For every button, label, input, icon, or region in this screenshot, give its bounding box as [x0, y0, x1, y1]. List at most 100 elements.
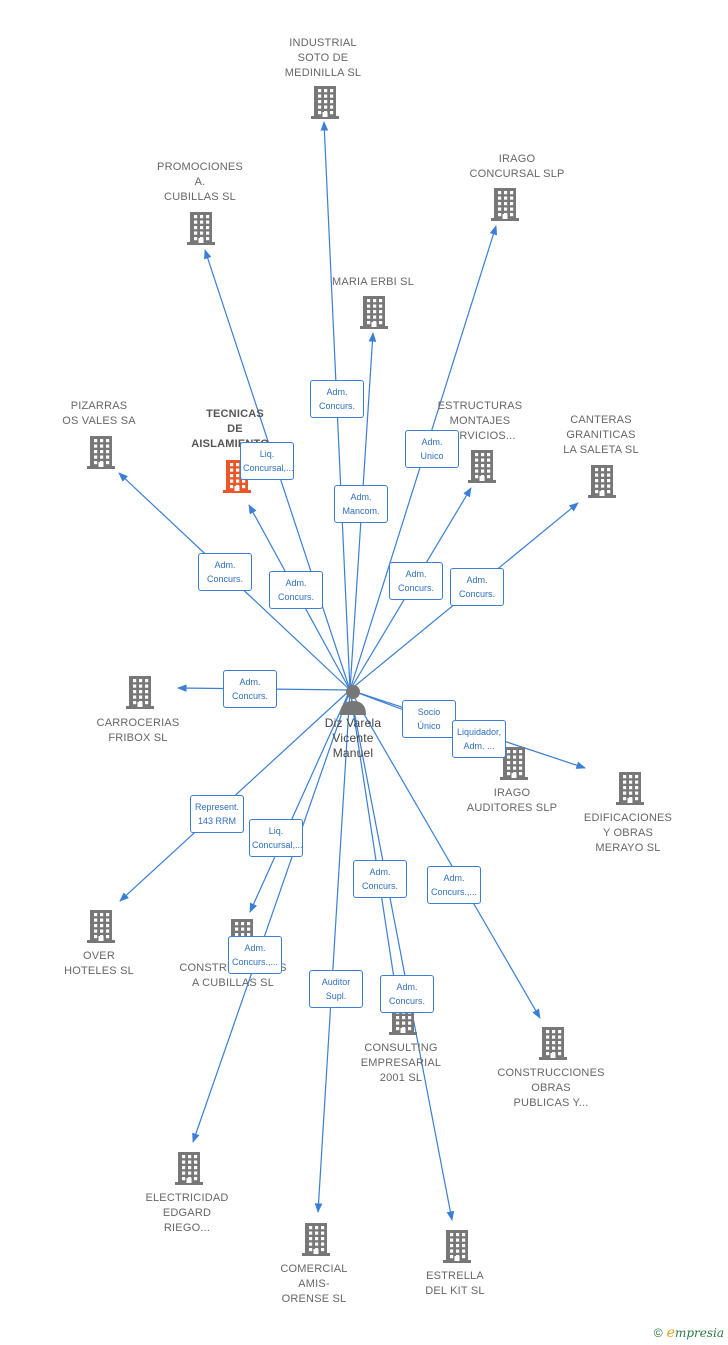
relation-label-line: Adm.: [285, 578, 307, 588]
relation-label-construcciones-obras[interactable]: Adm.Concurs.,...: [427, 866, 481, 904]
relation-label-line: Concurs.: [277, 592, 314, 602]
company-label-line: IRAGO: [498, 153, 536, 165]
company-label-line: OVER: [83, 950, 115, 962]
relation-label-tecnicas-aislamiento[interactable]: Adm. Concurs.: [269, 571, 323, 609]
company-label-line: FRIBOX SL: [108, 732, 168, 744]
company-label-line: GRANITICAS: [566, 429, 636, 441]
relation-label-line: Concurs.: [361, 881, 398, 891]
building-icon: [302, 1223, 330, 1256]
company-label-line: A CUBILLAS SL: [191, 977, 275, 989]
relation-label-edificaciones-merayo[interactable]: Liquidador,Adm. ...: [452, 720, 506, 758]
company-label-line: INDUSTRIAL: [289, 37, 357, 49]
building-icon-wrap: [301, 1221, 331, 1257]
company-label-line: ELECTRICIDAD: [145, 1192, 229, 1204]
company-label: ELECTRICIDAD EDGARD RIEGO...: [122, 1191, 252, 1236]
building-icon: [500, 747, 528, 780]
company-label-line: PROMOCIONES: [157, 161, 243, 173]
company-label-line: CONCURSAL SLP: [469, 168, 565, 180]
company-label: IRAGO CONCURSAL SLP: [452, 152, 582, 182]
company-label-line: EDGARD: [162, 1207, 212, 1219]
relation-label-line: Concurs.: [318, 401, 355, 411]
building-icon: [491, 188, 519, 221]
building-icon: [126, 676, 154, 709]
relation-label-line: Concurs.: [458, 589, 495, 599]
relation-label-maria-erbi[interactable]: Adm.Mancom.: [334, 485, 388, 523]
company-node-electricidad-edgard[interactable]: ELECTRICIDAD EDGARD RIEGO...: [122, 1152, 252, 1234]
building-icon: [175, 1152, 203, 1185]
company-label-line: ORENSE SL: [281, 1293, 347, 1305]
relation-label-line: Concurs.: [388, 996, 425, 1006]
company-node-maria-erbi[interactable]: MARIA ERBI SL: [308, 275, 438, 329]
relation-label-line: Adm.: [214, 560, 236, 570]
empresia-logo[interactable]: ©empresia: [654, 1325, 724, 1341]
relation-label-carrocerias-fribox[interactable]: Adm.Concurs.: [223, 670, 277, 708]
edge-construcciones-cubillas: [249, 689, 351, 913]
edge-construcciones-obras: [349, 689, 541, 1019]
relation-label-estructuras-montajes[interactable]: Adm.Concurs.: [389, 562, 443, 600]
relation-label-line: Represent.: [194, 802, 240, 812]
relation-label-consulting-empresarial[interactable]: Adm.Concurs.: [353, 860, 407, 898]
relation-label-line: Adm.: [350, 492, 372, 502]
person-icon: [340, 685, 366, 715]
building-icon-wrap: [125, 674, 155, 710]
relation-label-industrial-soto[interactable]: Adm.Concurs.: [310, 380, 364, 418]
relation-label-line: Concurs.: [231, 691, 268, 701]
building-icon: [588, 465, 616, 498]
building-icon-wrap: [86, 434, 116, 470]
edge-comercial-amis: [314, 689, 351, 1213]
company-label: CARROCERIAS FRIBOX SL: [73, 716, 203, 746]
company-label-line: AUDITORES SLP: [466, 802, 558, 814]
building-icon: [311, 86, 339, 119]
edge-estrella-kit: [349, 689, 455, 1221]
building-icon-wrap: [186, 210, 216, 246]
relation-label-electricidad-edgard[interactable]: Adm.Concurs.,...: [228, 936, 282, 974]
relation-label-pizarras-vales[interactable]: Adm.Concurs.: [198, 553, 252, 591]
company-node-carrocerias-fribox[interactable]: CARROCERIAS FRIBOX SL: [73, 676, 203, 744]
logo-text: mpresia: [674, 1326, 724, 1340]
relation-label-over-hoteles[interactable]: Represent.143 RRM: [190, 795, 244, 833]
building-icon-wrap: [174, 1150, 204, 1186]
relation-label-promociones-cubillas[interactable]: Liq.Concursal,...: [240, 442, 294, 480]
relation-label-line: Socio: [417, 707, 441, 717]
building-icon-wrap: [587, 463, 617, 499]
relation-label-line: Liq.: [268, 826, 284, 836]
center-person-node[interactable]: Diz Varela Vicente Manuel: [303, 682, 403, 761]
company-label-line: CARROCERIAS: [96, 717, 180, 729]
relation-label-estrella-kit[interactable]: Adm. Concurs.: [380, 975, 434, 1013]
building-icon-wrap: [615, 770, 645, 806]
relation-label-line: Adm.: [396, 982, 418, 992]
building-icon: [187, 212, 215, 245]
company-label-line: RIEGO...: [163, 1222, 211, 1234]
relation-label-construcciones-cubillas[interactable]: Liq.Concursal,...: [249, 819, 303, 857]
company-label-line: CONSTRUCCIONES: [497, 1067, 605, 1079]
company-label-line: SERVICIOS...: [444, 430, 516, 442]
company-label-line: 2001 SL: [379, 1072, 423, 1084]
company-node-irago-concursal[interactable]: IRAGO CONCURSAL SLP: [452, 152, 582, 221]
relation-label-line: Adm.: [244, 943, 266, 953]
relation-label-canteras-saleta[interactable]: Adm.Concurs.: [450, 568, 504, 606]
company-label-line: TECNICAS: [206, 408, 264, 420]
relation-label-irago-concursal[interactable]: Adm.Unico: [405, 430, 459, 468]
building-icon: [360, 296, 388, 329]
